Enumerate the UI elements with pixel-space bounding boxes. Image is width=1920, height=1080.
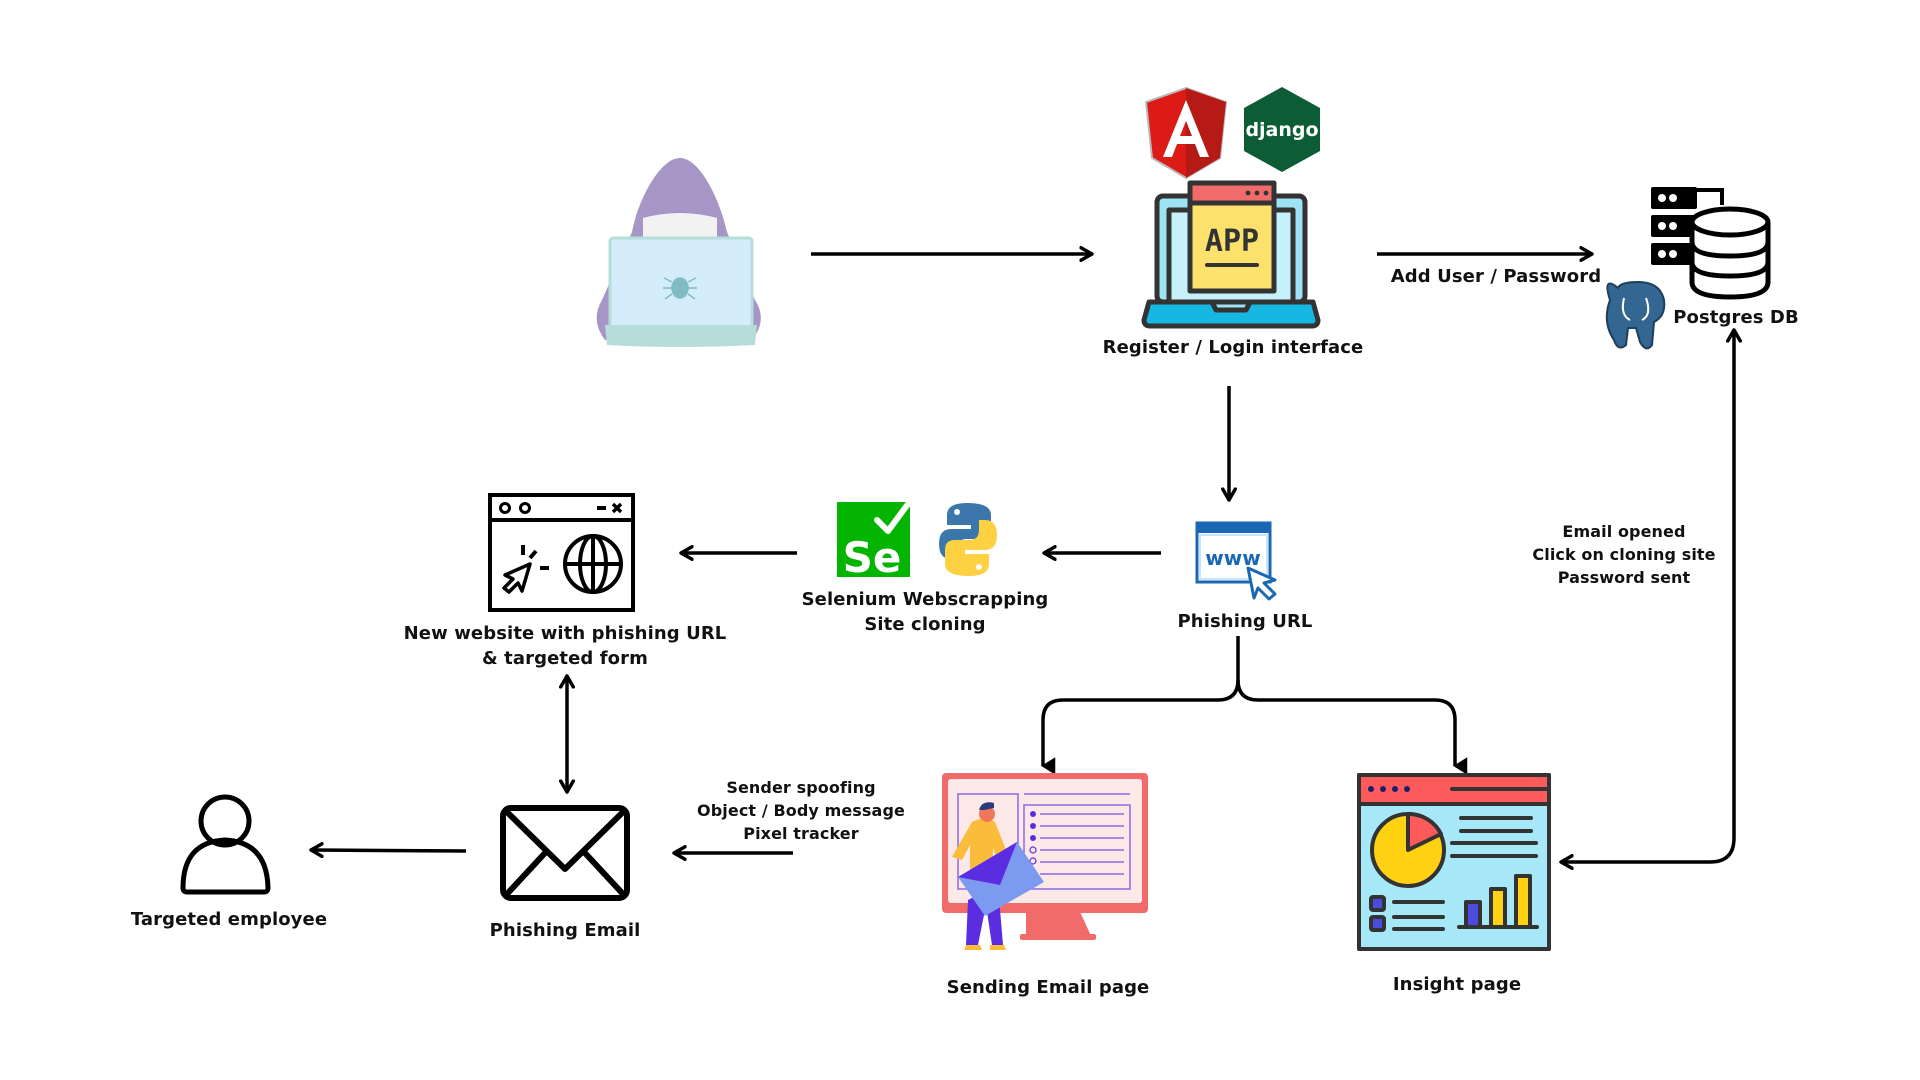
edges xyxy=(311,254,1734,862)
django-logo-icon: django xyxy=(1244,87,1320,172)
bug-icon xyxy=(663,277,697,300)
edge-label-sender-spoofing: Sender spoofing xyxy=(726,778,876,797)
edge-label-password-sent: Password sent xyxy=(1557,568,1691,587)
edge-label-email-opened: Email opened xyxy=(1562,522,1686,541)
website-label-line-1: New website with phishing URL xyxy=(403,623,727,644)
edge-label-object-body: Object / Body message xyxy=(697,801,905,820)
edge-insight-db-bidirectional xyxy=(1561,330,1734,862)
www-text: www xyxy=(1205,546,1260,570)
edge-url-to-sending xyxy=(1041,636,1240,775)
browser-globe-icon xyxy=(488,493,635,612)
edge-label-insight-db: Email opened Click on cloning site Passw… xyxy=(1532,520,1715,589)
phishing-url-label: Phishing URL xyxy=(1177,611,1313,632)
person-email-monitor-icon xyxy=(942,773,1148,950)
edge-label-sending-email: Sender spoofing Object / Body message Pi… xyxy=(697,776,905,845)
db-label: Postgres DB xyxy=(1673,307,1799,328)
dashboard-icon xyxy=(1357,773,1551,951)
app-text: APP xyxy=(1205,224,1259,259)
edge-label-pixel-tracker: Pixel tracker xyxy=(743,824,859,843)
website-label: New website with phishing URL & targeted… xyxy=(404,621,727,671)
envelope-icon xyxy=(500,805,630,901)
website-label-line-2: & targeted form xyxy=(482,648,648,669)
app-label: Register / Login interface xyxy=(1102,337,1364,358)
edge-email-to-employee xyxy=(311,850,467,851)
database-server-icon xyxy=(1651,187,1771,300)
user-icon xyxy=(180,794,271,895)
postgres-elephant-icon xyxy=(1605,280,1666,350)
selenium-logo-icon: Se xyxy=(837,501,911,582)
django-logo-text: django xyxy=(1245,119,1318,141)
hacker-laptop-icon xyxy=(596,158,761,347)
edge-url-to-insight xyxy=(1236,679,1468,775)
selenium-logo-text: Se xyxy=(843,533,902,582)
python-logo-icon xyxy=(939,503,997,576)
app-laptop-icon: APP xyxy=(1141,180,1321,329)
sending-label: Sending Email page xyxy=(946,977,1150,998)
edge-label-add-user: Add User / Password xyxy=(1390,266,1602,287)
www-cursor-icon: www xyxy=(1195,521,1277,601)
insight-label: Insight page xyxy=(1392,974,1522,995)
cloning-label-line-1: Selenium Webscrapping xyxy=(801,589,1049,610)
angular-logo-icon xyxy=(1144,86,1228,180)
cloning-label-line-2: Site cloning xyxy=(864,614,986,635)
cloning-label: Selenium Webscrapping Site cloning xyxy=(802,587,1049,637)
email-label: Phishing Email xyxy=(489,920,641,941)
edge-label-click-cloning: Click on cloning site xyxy=(1532,545,1716,564)
employee-label: Targeted employee xyxy=(130,909,328,930)
